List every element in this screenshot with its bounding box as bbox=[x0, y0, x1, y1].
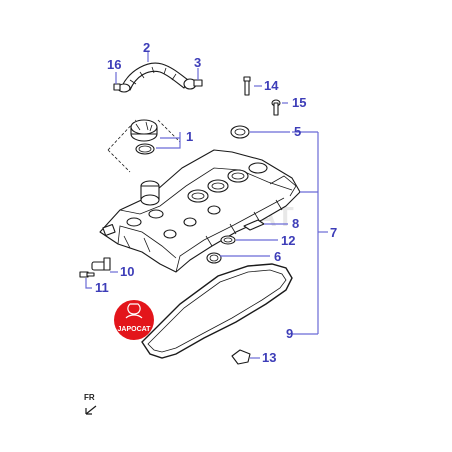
callout-13: 12 bbox=[281, 233, 295, 248]
callout-14: 14 bbox=[264, 78, 279, 93]
callout-16: 16 bbox=[107, 57, 121, 72]
japocat-logo-badge: JAPOCAT bbox=[114, 300, 154, 340]
part-3-hose-clamp bbox=[183, 78, 203, 90]
callout-2: 2 bbox=[143, 40, 150, 55]
callout-11: 10 bbox=[120, 264, 134, 279]
leader-lines bbox=[85, 52, 328, 359]
callout-9: 8 bbox=[292, 216, 299, 231]
callout-6: 6 bbox=[274, 249, 281, 264]
part-11-sensor bbox=[91, 257, 111, 271]
part-15-bolt bbox=[271, 99, 281, 116]
front-direction-indicator: FR bbox=[84, 393, 97, 415]
part-2-breather-hose bbox=[121, 62, 189, 91]
callout-3: 3 bbox=[194, 55, 201, 70]
front-label: FR bbox=[84, 393, 95, 402]
cylinder-head-cover bbox=[99, 149, 301, 273]
part-5-seal-ring bbox=[230, 125, 250, 139]
part-8-cover-gasket bbox=[141, 263, 293, 359]
callout-10: 13 bbox=[262, 350, 276, 365]
part-13-o-ring bbox=[220, 235, 236, 245]
part-1-oil-filler-cap bbox=[130, 119, 158, 142]
callout-7: 7 bbox=[330, 225, 337, 240]
callout-labels: 2 16 3 1 14 15 5 8 7 12 6 10 11 9 13 bbox=[95, 40, 337, 365]
callout-15: 15 bbox=[292, 95, 306, 110]
callout-12: 11 bbox=[95, 280, 109, 295]
part-16-hose-clamp bbox=[113, 83, 131, 93]
part-12-bolt bbox=[79, 271, 95, 278]
callout-8: 9 bbox=[286, 326, 293, 341]
part-1-cap-gasket bbox=[135, 143, 155, 155]
part-6-seal-ring bbox=[206, 252, 222, 264]
callout-5: 5 bbox=[294, 124, 301, 139]
svg-text:JAPOCAT: JAPOCAT bbox=[118, 326, 152, 333]
callout-1: 1 bbox=[186, 129, 193, 144]
part-10-plug bbox=[231, 349, 251, 365]
part-14-stud-bolt bbox=[243, 76, 251, 96]
front-arrow-icon bbox=[85, 405, 97, 415]
